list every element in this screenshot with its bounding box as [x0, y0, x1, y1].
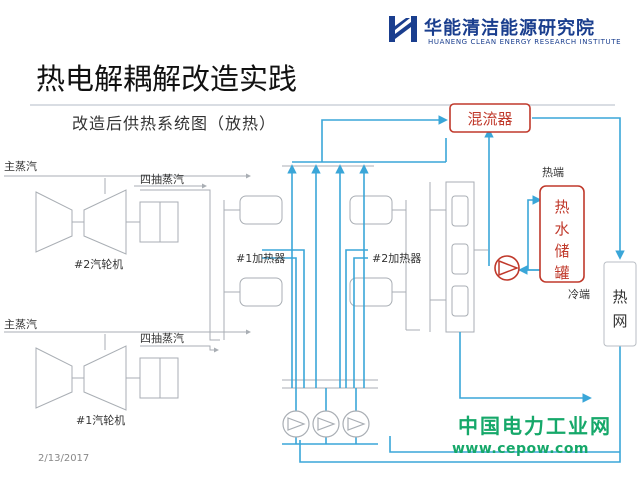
- water-circuit-lines: [262, 115, 625, 463]
- brand-subtitle: HUANENG CLEAN ENERGY RESEARCH INSTITUTE: [428, 38, 622, 46]
- circulation-pumps: [282, 410, 370, 438]
- pump-3-icon: [342, 410, 370, 438]
- label-heat-network: 热 网: [612, 288, 627, 330]
- equipment-lines: [4, 165, 488, 411]
- title-divider: [30, 104, 615, 106]
- label-heater-1: #1加热器: [236, 252, 285, 265]
- diagram-title: 改造后供热系统图（放热）: [72, 114, 277, 133]
- huaneng-logo-icon: [389, 16, 417, 42]
- brand-name: 华能清洁能源研究院: [424, 18, 595, 39]
- pump-2-icon: [312, 410, 340, 438]
- label-hot-end: 热端: [542, 166, 564, 179]
- slide-title: 热电解耦解改造实践: [36, 62, 298, 96]
- svg-text:水: 水: [554, 220, 569, 238]
- label-heater-2: #2加热器: [372, 252, 421, 265]
- tank-pump-icon: [494, 255, 520, 281]
- label-extraction-top: 四抽蒸汽: [140, 172, 184, 186]
- label-turbine-2: #2汽轮机: [74, 257, 123, 271]
- svg-text:热: 热: [554, 198, 569, 216]
- hot-water-tank-box: [539, 185, 585, 283]
- label-mixer: 混流器: [467, 110, 512, 128]
- turbine-2-shape: [35, 178, 179, 255]
- footer-date: 2/13/2017: [38, 453, 90, 464]
- svg-text:热: 热: [612, 288, 627, 306]
- mixer-box: [449, 103, 531, 133]
- watermark-url: www.cepow.com: [452, 441, 590, 457]
- label-hot-water-tank: 热 水 储 罐: [554, 198, 569, 282]
- label-turbine-1: #1汽轮机: [76, 413, 125, 427]
- label-main-steam-top: 主蒸汽: [4, 159, 37, 173]
- label-extraction-bottom: 四抽蒸汽: [140, 331, 184, 345]
- svg-text:储: 储: [554, 242, 569, 260]
- svg-text:罐: 罐: [554, 264, 569, 282]
- heat-network-box: [603, 261, 637, 347]
- label-cold-end: 冷端: [568, 288, 590, 301]
- svg-text:网: 网: [612, 312, 627, 330]
- turbine-1-shape: [35, 334, 179, 411]
- pump-1-icon: [282, 410, 310, 438]
- watermark-site-name: 中国电力工业网: [458, 414, 612, 438]
- label-main-steam-bottom: 主蒸汽: [4, 317, 37, 331]
